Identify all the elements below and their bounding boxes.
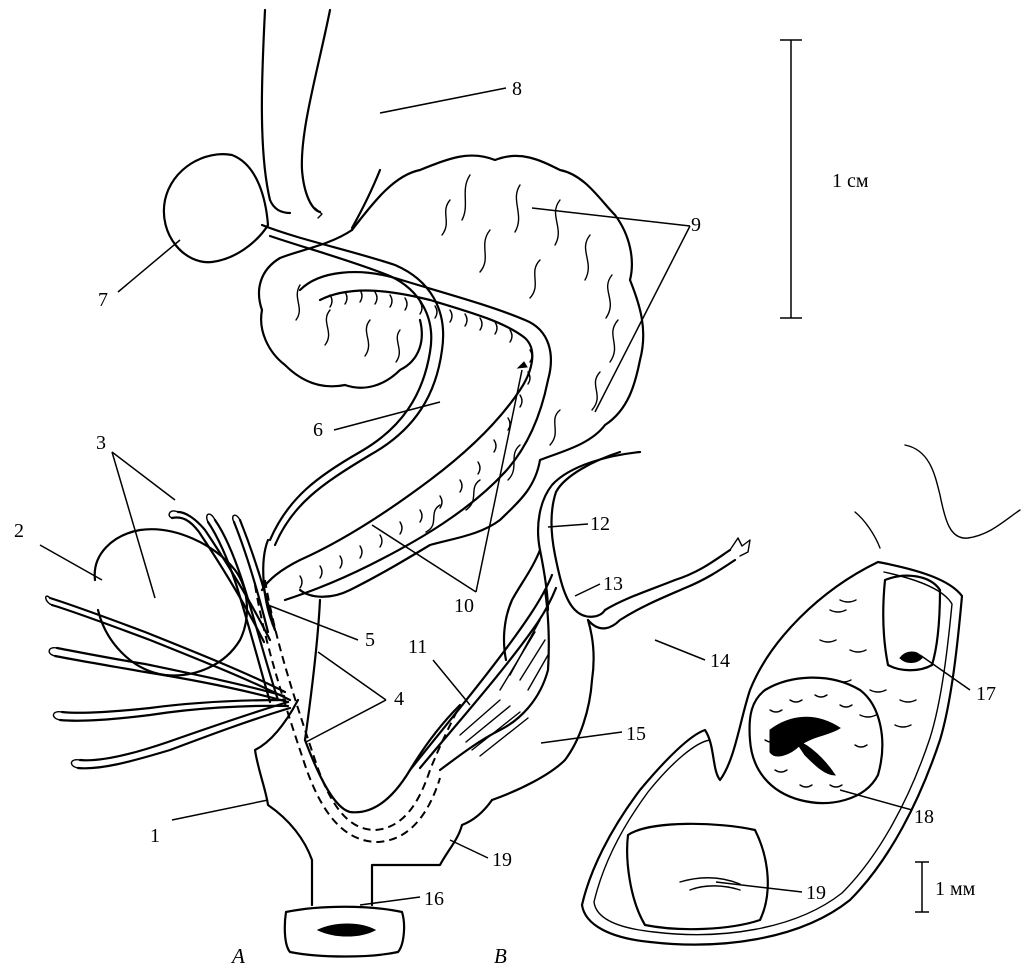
label-9: 9 — [691, 214, 701, 236]
scale-bar-1cm: 1 см — [780, 40, 869, 318]
label-18: 18 — [914, 806, 934, 828]
label-12: 12 — [590, 513, 610, 535]
label-17: 17 — [976, 683, 996, 705]
leader-lines — [40, 88, 970, 905]
panel-a-drawing — [46, 10, 750, 957]
scale-bar-1mm: 1 мм — [915, 862, 976, 912]
label-16: 16 — [424, 888, 444, 910]
label-8: 8 — [512, 78, 522, 100]
label-7: 7 — [98, 289, 108, 311]
structure-19-cell — [627, 824, 768, 929]
label-15: 15 — [626, 723, 646, 745]
label-1: 1 — [150, 825, 160, 847]
scale-label-1cm: 1 см — [832, 170, 869, 192]
label-5: 5 — [365, 629, 375, 651]
label-4: 4 — [394, 688, 404, 710]
structure-8-tube — [262, 10, 380, 228]
structure-7-bulb — [164, 154, 268, 262]
label-19-panel-b: 19 — [806, 882, 826, 904]
structure-11-striated-wall — [410, 575, 556, 770]
label-11: 11 — [408, 636, 427, 658]
structure-18-mass — [750, 678, 883, 803]
label-13: 13 — [603, 573, 623, 595]
label-2: 2 — [14, 520, 24, 542]
label-19-panel-a: 19 — [492, 849, 512, 871]
label-10: 10 — [454, 595, 474, 617]
scale-label-1mm: 1 мм — [935, 878, 976, 900]
label-3: 3 — [96, 432, 106, 454]
structure-16-base — [285, 907, 404, 957]
panel-label-b: B — [494, 944, 507, 968]
callout-labels: 1 2 3 4 5 6 7 8 9 10 11 12 13 14 15 16 1… — [14, 78, 996, 910]
panel-label-a: A — [230, 944, 245, 968]
structure-3-tubules — [46, 511, 290, 768]
structure-17-chamber — [820, 576, 940, 727]
panel-b-drawing — [582, 445, 1020, 945]
structure-9-gland — [259, 155, 643, 596]
label-6: 6 — [313, 419, 323, 441]
label-14: 14 — [710, 650, 730, 672]
structure-12-13-14-ducts — [504, 452, 750, 660]
